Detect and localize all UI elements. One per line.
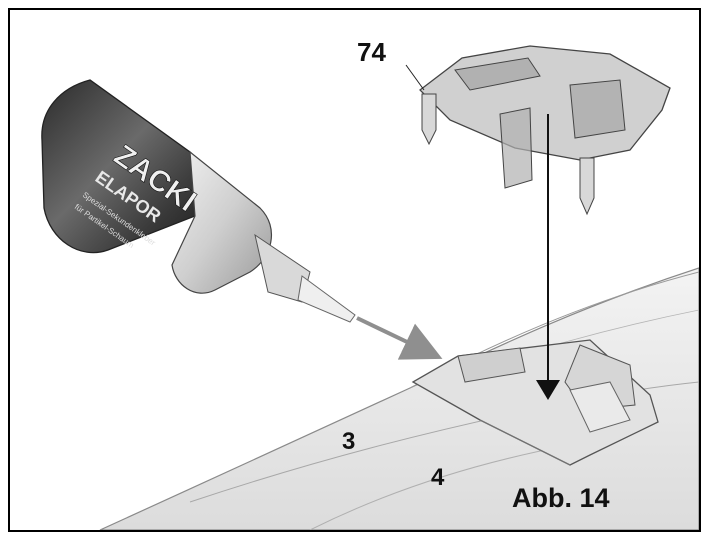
glue-arrow xyxy=(356,316,443,360)
glue-bottle: ZACKI ELAPOR Spezial-Sekundenkleber für … xyxy=(41,79,356,323)
part-label-74: 74 xyxy=(357,37,386,67)
figure-caption: Abb. 14 xyxy=(512,483,610,513)
canopy-latch-part xyxy=(405,45,671,216)
part-label-4: 4 xyxy=(431,464,445,491)
latch-socket xyxy=(411,339,659,466)
part-label-3: 3 xyxy=(342,428,356,455)
figure-frame: ZACKI ELAPOR Spezial-Sekundenkleber für … xyxy=(8,8,701,532)
assembly-illustration: ZACKI ELAPOR Spezial-Sekundenkleber für … xyxy=(41,45,699,530)
